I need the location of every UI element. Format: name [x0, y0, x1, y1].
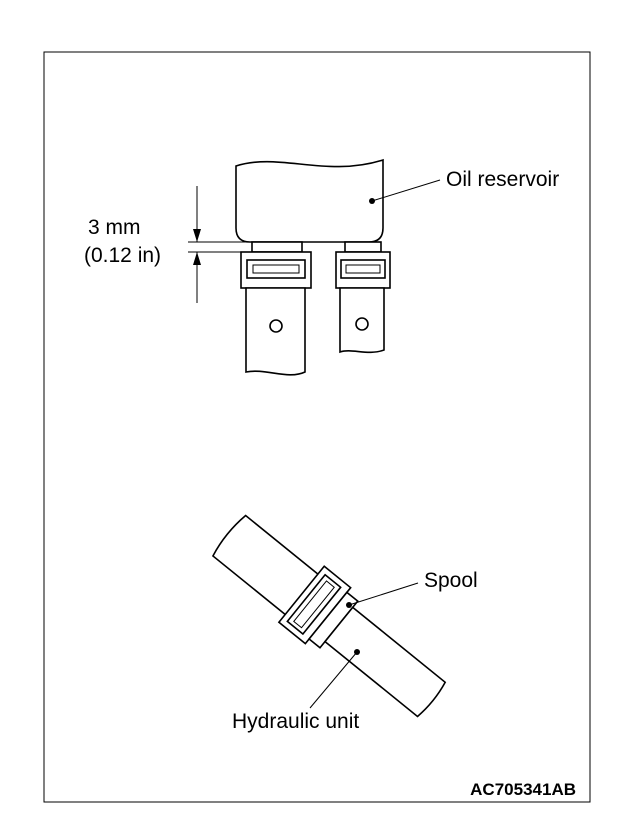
right-hose [323, 606, 447, 718]
top-assembly [188, 158, 441, 376]
spool-leader [348, 582, 419, 606]
right-pipe [335, 241, 391, 354]
figure-code: AC705341AB [470, 780, 576, 799]
left-pipe [240, 241, 312, 376]
figure-frame [43, 51, 591, 803]
right-pipe-hole [355, 317, 369, 331]
dimension-indicator [188, 186, 252, 303]
spool-label: Spool [424, 569, 478, 592]
hydraulic-unit-leader [309, 651, 358, 709]
oil-reservoir-body [235, 158, 384, 243]
hydraulic-unit-label: Hydraulic unit [232, 710, 359, 733]
oil-reservoir-leader [371, 179, 441, 202]
bottom-assembly [211, 514, 447, 718]
left-hose [211, 514, 322, 618]
dimension-in-label: (0.12 in) [84, 244, 161, 267]
oil-reservoir-label: Oil reservoir [446, 168, 559, 191]
left-pipe-hole [269, 319, 283, 333]
dimension-mm-label: 3 mm [88, 216, 141, 239]
